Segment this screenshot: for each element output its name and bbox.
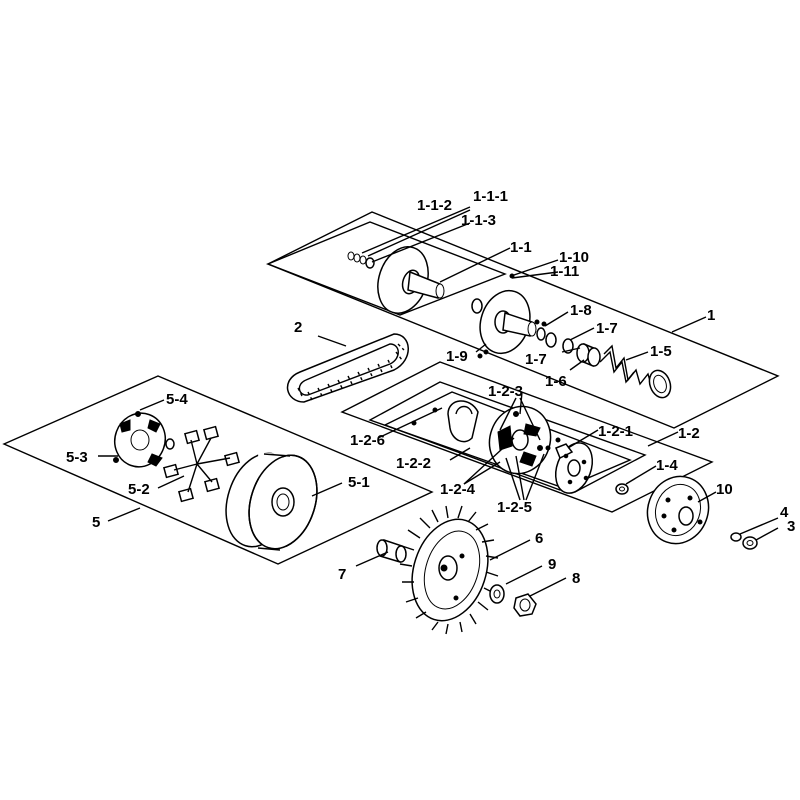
label-1-2-4: 1-2-4 [440,481,476,498]
clutch-housing [646,475,710,545]
spring-seat-1-5 [648,369,672,399]
nut-3 [742,536,758,550]
label-1-2-5: 1-2-5 [497,499,532,516]
label-8: 8 [572,570,580,587]
label-1-5: 1-5 [650,343,672,360]
label-1-2-3: 1-2-3 [488,383,523,400]
drive-fan-face-6 [399,505,499,635]
label-1-6: 1-6 [545,373,567,390]
label-1-1-2: 1-1-2 [417,197,452,214]
ramp-plate-5-4 [113,411,166,468]
driven-pulley-sliding-half [477,273,547,359]
slider-5-3 [165,438,175,450]
label-7: 7 [338,566,346,583]
seals-1-8-1-7 [536,327,574,354]
label-1-2: 1-2 [678,425,700,442]
frame-assembly-5 [2,375,434,565]
label-3: 3 [787,518,795,535]
drive-belt [286,333,409,403]
washer-4 [730,532,742,542]
label-1-4: 1-4 [656,457,678,474]
label-1-9: 1-9 [446,348,468,365]
nut-8 [513,593,537,617]
driven-pulley-fixed-half [347,246,445,314]
frame-assembly-1-2 [340,361,714,513]
label-9: 9 [548,556,556,573]
clutch-carrier-1-2-1 [554,442,594,494]
washer-1-4 [615,483,629,495]
label-1-8: 1-8 [570,302,592,319]
movable-drive-face-5-1 [225,452,318,551]
label-1-10: 1-10 [559,249,589,266]
label-1-1-1: 1-1-1 [473,188,508,205]
label-1-2-6: 1-2-6 [350,432,385,449]
label-5-3: 5-3 [66,449,88,466]
label-1-1-3: 1-1-3 [461,212,496,229]
label-1-11: 1-11 [550,263,579,280]
label-5-4: 5-4 [166,391,188,408]
label-2: 2 [294,319,302,336]
leader-lines [98,206,779,597]
frame-assembly-1 [266,211,780,429]
label-1-1: 1-1 [510,239,532,256]
washer-1-9-upper [471,298,483,314]
roller-weights-5-2 [162,425,241,503]
label-10: 10 [716,481,733,498]
collar-7 [376,539,407,563]
label-1-2-2: 1-2-2 [396,455,431,472]
label-1-2-1: 1-2-1 [598,423,633,440]
label-5: 5 [92,514,100,531]
label-1: 1 [707,307,715,324]
spring-1-5 [599,344,653,389]
washer-9 [489,584,505,604]
frame-assembly-1-1 [266,221,507,316]
label-4: 4 [780,504,789,521]
label-5-1: 5-1 [348,474,370,491]
group-frames [2,211,780,565]
label-1-7-lower: 1-7 [525,351,547,368]
label-6: 6 [535,530,543,547]
label-1-7-upper: 1-7 [596,320,618,337]
callout-labels: 1-1-2 1-1-1 1-1-3 1-1 1-10 1-11 1 1-8 1-… [66,188,795,587]
clutch-shoe-1-2-6 [447,400,479,443]
label-5-2: 5-2 [128,481,150,498]
